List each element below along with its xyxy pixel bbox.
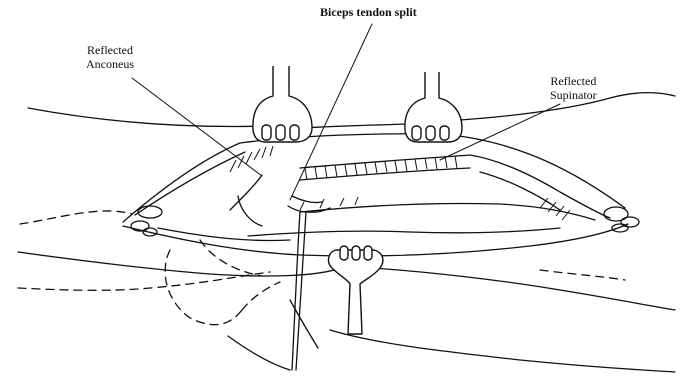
reflected-supinator-line1: Reflected	[550, 74, 597, 88]
biceps-tendon-split-text: Biceps tendon split	[320, 5, 417, 19]
retractor-icon	[329, 246, 383, 334]
reflected-supinator-label: Reflected Supinator	[550, 74, 597, 102]
reflected-anconeus-line2: Anconeus	[86, 57, 134, 71]
reflected-supinator-line2: Supinator	[550, 88, 597, 102]
tendon-suture	[288, 196, 330, 370]
leader-lines	[132, 24, 560, 200]
reflected-anconeus-label: Reflected Anconeus	[86, 43, 134, 71]
biceps-tendon-split-label: Biceps tendon split	[320, 5, 417, 19]
retractor-icon	[405, 72, 462, 142]
incision-outline	[123, 134, 628, 256]
reflected-anconeus-line1: Reflected	[86, 43, 134, 57]
retractor-icon	[253, 66, 312, 142]
retractor-eyelets-right	[604, 207, 639, 232]
muscle-hatching	[230, 146, 570, 220]
